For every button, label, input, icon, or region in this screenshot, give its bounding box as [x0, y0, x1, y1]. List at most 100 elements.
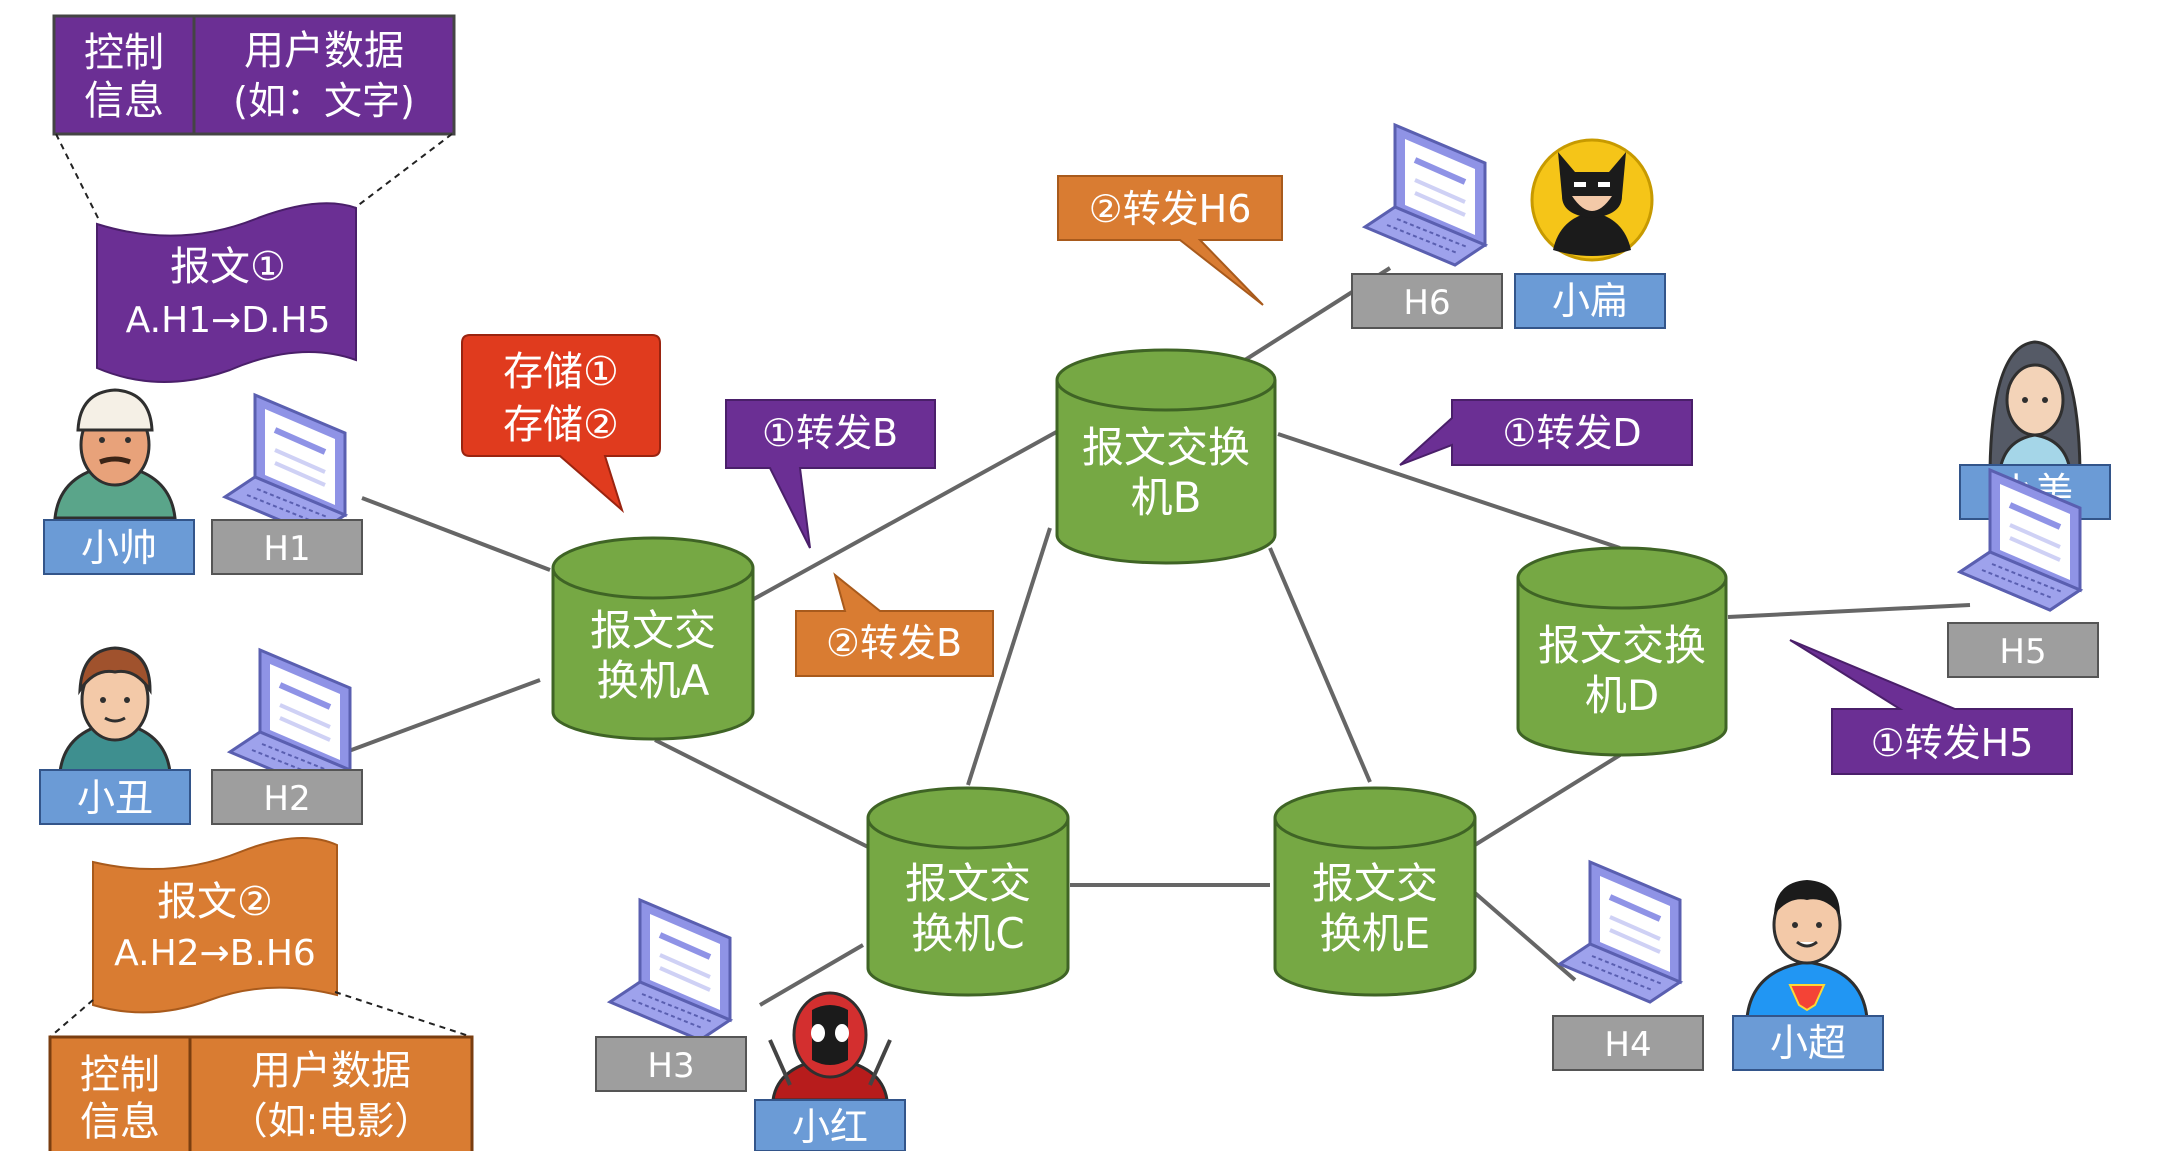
link-c-h3	[758, 943, 865, 1007]
callout-forward-h6: ②转发H6	[1057, 175, 1283, 306]
link-h1-a	[361, 496, 551, 572]
switch-c-line1: 报文交	[905, 859, 1031, 908]
switch-a-line2: 换机A	[597, 656, 710, 705]
packet-2-format: 控制 信息 用户数据 （如:电影）	[48, 991, 474, 1151]
switch-e: 报文交 换机E	[1273, 786, 1477, 997]
switch-a-line1: 报文交	[590, 606, 716, 655]
packet-2-zoom-line-left	[49, 999, 94, 1038]
packet-1-zoom-line-left	[55, 133, 101, 223]
host-h1-label-box	[211, 519, 363, 575]
user-u4-label-box	[1732, 1015, 1884, 1071]
user-u3-label: 小红	[792, 1105, 868, 1149]
host-h3-label: H3	[647, 1046, 694, 1086]
link-b-d	[1277, 432, 1621, 550]
switch-b-line2: 机B	[1131, 473, 1202, 522]
callout-forward-b-2-text: ②转发B	[826, 621, 962, 665]
callout-store-line2: 存储②	[503, 402, 619, 448]
avatar-superman-icon	[1745, 880, 1869, 1020]
packet-2-zoom-line-right	[334, 991, 473, 1038]
switch-d-line1: 报文交换	[1538, 621, 1706, 670]
callout-forward-d: ①转发D	[1399, 399, 1693, 466]
packet-2-payload-cell	[188, 1035, 474, 1151]
user-u3-label-box	[754, 1099, 906, 1151]
packet-2-payload-line1: 用户数据	[251, 1048, 411, 1094]
link-d-e	[1468, 753, 1622, 850]
switch-d-line2: 机D	[1585, 671, 1659, 720]
host-h5-label-box	[1947, 622, 2099, 678]
host-h1-label: H1	[263, 529, 310, 569]
host-h2: H2	[211, 650, 363, 825]
user-u6: 小扁	[1514, 138, 1666, 329]
host-h6-label-box	[1351, 273, 1503, 329]
packet-1-header-line1: 控制	[84, 30, 164, 76]
host-h2-label: H2	[263, 779, 310, 819]
host-h2-label-box	[211, 769, 363, 825]
user-u4-label: 小超	[1770, 1021, 1846, 1065]
laptop-h4-icon	[1560, 862, 1680, 1002]
packet-1-title: 报文①	[170, 244, 286, 290]
packet-2-document: 报文② A.H2→B.H6	[92, 837, 338, 1014]
packet-1-header-line2: 信息	[84, 78, 164, 124]
host-h3: H3	[595, 900, 747, 1092]
user-u1-label-box	[43, 519, 195, 575]
link-d-h5	[1727, 603, 1971, 619]
user-u1: 小帅	[43, 388, 195, 575]
avatar-deadpool-icon	[768, 991, 892, 1102]
user-u2-label-box	[39, 769, 191, 825]
host-h4-label-box	[1552, 1015, 1704, 1071]
packet-1-zoom-line-right	[351, 133, 453, 211]
user-u5: 小美	[1960, 340, 2111, 610]
packet-1-payload-cell	[192, 14, 456, 136]
packet-1-payload-line2: (如：文字)	[233, 79, 415, 123]
switch-e-line1: 报文交	[1312, 859, 1438, 908]
packet-2-header-cell	[48, 1035, 192, 1151]
callout-forward-b-1-text: ①转发B	[762, 411, 898, 455]
packet-1-route: A.H1→D.H5	[126, 300, 331, 341]
callout-forward-d-text: ①转发D	[1502, 411, 1641, 455]
host-h5: H5	[1947, 470, 2099, 678]
user-u2-label: 小丑	[77, 776, 153, 820]
link-h2-a	[337, 678, 541, 757]
packet-1-format: 控制 信息 用户数据 (如：文字)	[52, 14, 456, 223]
link-a-b	[751, 428, 1061, 602]
link-a-c	[654, 738, 871, 850]
packet-2-header-line1: 控制	[80, 1052, 160, 1098]
callout-forward-b-1: ①转发B	[725, 399, 936, 549]
host-h4-label: H4	[1604, 1025, 1651, 1065]
packet-1-shape	[96, 202, 357, 383]
user-u6-label: 小扁	[1552, 279, 1628, 323]
avatar-cap-man-icon	[53, 388, 177, 520]
packet-2-payload-line2: （如:电影）	[230, 1099, 433, 1143]
user-u1-label: 小帅	[81, 526, 157, 570]
switch-a: 报文交 换机A	[551, 536, 755, 741]
link-b-c	[966, 527, 1052, 786]
links	[337, 266, 1971, 1007]
switch-c: 报文交 换机C	[866, 786, 1070, 997]
packet-2-header-line2: 信息	[80, 1099, 160, 1145]
user-u4: 小超	[1732, 880, 1884, 1071]
switch-c-line2: 换机C	[911, 909, 1024, 958]
callout-forward-h6-text: ②转发H6	[1089, 187, 1252, 231]
link-b-e	[1268, 547, 1372, 783]
link-e-h4	[1473, 891, 1577, 982]
avatar-batman-icon	[1530, 138, 1654, 262]
host-h4: H4	[1552, 862, 1704, 1071]
switch-e-line2: 换机E	[1320, 909, 1431, 958]
host-h6: H6	[1351, 125, 1503, 329]
packet-2-route: A.H2→B.H6	[114, 933, 316, 974]
switch-d: 报文交换 机D	[1516, 546, 1728, 757]
laptop-h1-icon	[225, 395, 345, 535]
host-h3-label-box	[595, 1036, 747, 1092]
packet-2-title: 报文②	[157, 879, 273, 925]
host-h6-label: H6	[1403, 283, 1450, 323]
packet-2-shape	[92, 837, 338, 1014]
laptop-h3-icon	[610, 900, 730, 1040]
avatar-girl-icon	[1988, 340, 2082, 472]
avatar-boy-icon	[58, 646, 172, 774]
callout-store-line1: 存储①	[503, 349, 619, 395]
switch-b: 报文交换 机B	[1055, 348, 1277, 565]
packet-1-document: 报文① A.H1→D.H5	[96, 202, 357, 383]
switch-b-line1: 报文交换	[1082, 423, 1250, 472]
callout-forward-h5-text: ①转发H5	[1871, 721, 2034, 765]
callout-forward-b-2: ②转发B	[795, 572, 994, 677]
